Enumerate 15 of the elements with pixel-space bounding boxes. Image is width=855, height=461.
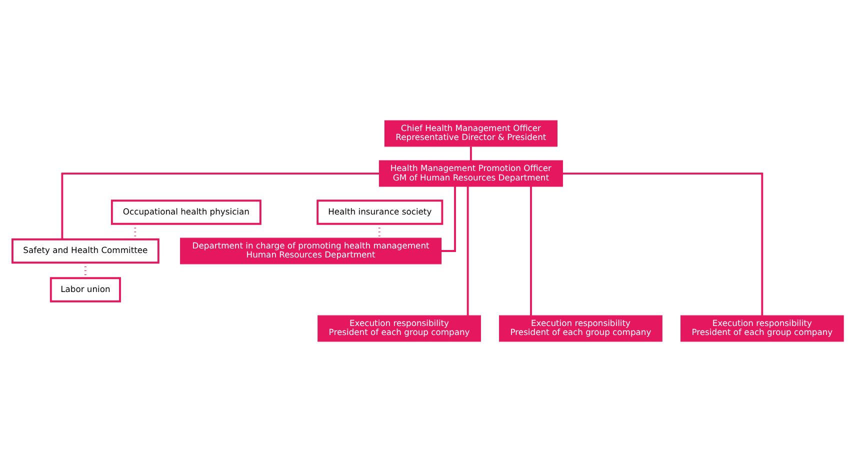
node-box: Department in charge of promoting health management Human Resources Department: [180, 237, 442, 264]
node-box: Execution responsibility President of each group company: [498, 314, 662, 342]
connector: [530, 186, 532, 315]
node-box: Health Management Promotion Officer GM of Human Resources Department: [378, 160, 562, 186]
node-box: Labor union: [49, 276, 120, 302]
connector: [469, 146, 472, 160]
node-box: Occupational health physician: [110, 199, 261, 224]
node-box: Execution responsibility President of each group company: [680, 314, 844, 342]
node-box: Health insurance society: [316, 199, 443, 224]
node-box: Execution responsibility President of each group company: [317, 314, 480, 342]
connector: [60, 172, 379, 239]
connector: [466, 186, 468, 315]
node-box: Chief Health Management Officer Representative Director & President: [384, 120, 557, 146]
node-box: Safety and Health Committee: [11, 238, 159, 264]
connector: [562, 172, 763, 316]
